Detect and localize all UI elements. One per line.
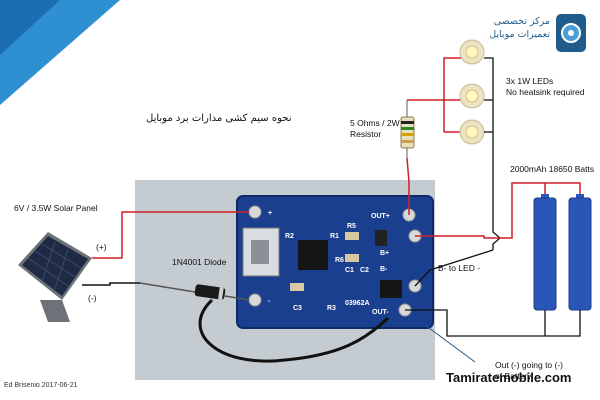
label-solar-panel: 6V / 3.5W Solar Panel xyxy=(14,203,98,213)
battery-2 xyxy=(568,194,592,311)
pcb-label-r1: R1 xyxy=(330,233,339,240)
credit-text: Ed Brisenio 2017-06-21 xyxy=(4,382,78,389)
pcb-label-minus: - xyxy=(268,298,271,305)
label-minus: (-) xyxy=(88,293,97,303)
label-diode: 1N4001 Diode xyxy=(172,257,227,267)
brand-name: مرکز تخصصی تعمیرات موبایل xyxy=(470,16,550,42)
pcb-label-c1: C1 xyxy=(345,267,354,274)
label-leds-line-1: 3x 1W LEDs xyxy=(506,76,554,86)
brand-logo-icon xyxy=(556,14,586,52)
solar-panel xyxy=(18,232,92,322)
label-resistor-line-2: Resistor xyxy=(350,128,382,139)
annotation-arrow xyxy=(424,324,476,363)
pcb-label-plus: + xyxy=(268,210,272,217)
led-2 xyxy=(459,83,485,109)
diode xyxy=(139,282,250,301)
brand-line-2: تعمیرات موبایل xyxy=(489,28,550,40)
pcb-label-out-minus: OUT- xyxy=(372,309,389,316)
wire-out-minus xyxy=(405,309,581,337)
wire-led-negative xyxy=(484,57,501,250)
pcb-label-chip: 03962A xyxy=(345,300,370,307)
brand-line-1: مرکز تخصصی xyxy=(493,16,550,27)
resistor xyxy=(400,100,415,158)
label-batts: 2000mAh 18650 Batts xyxy=(510,164,595,174)
pcb-label-r2: R2 xyxy=(285,233,294,240)
corner-decoration xyxy=(0,0,120,105)
label-out-line-2: of Battery xyxy=(495,370,532,381)
wire-b-plus xyxy=(415,182,581,239)
pad-in-plus xyxy=(248,205,262,219)
pcb-label-r5: R5 xyxy=(347,223,356,230)
label-leds: 3x 1W LEDs No heatsink required xyxy=(506,76,584,97)
label-resistor-line-1: 5 Ohms / 2W xyxy=(350,118,400,128)
wire-b-minus xyxy=(414,249,494,287)
charging-module-board: OUT+ B+ B- OUT- 03962A R2 R1 R5 R3 R6 C1… xyxy=(236,195,434,329)
led-3 xyxy=(459,119,485,145)
label-out-line-1: Out (-) going to (-) xyxy=(495,360,564,370)
label-out-minus: Out (-) going to (-) of Battery xyxy=(495,360,563,381)
pcb-label-b-minus: B- xyxy=(380,266,388,273)
pad-in-minus xyxy=(248,293,262,307)
wire-solar-negative xyxy=(82,282,140,286)
label-leds-line-2: No heatsink required xyxy=(506,86,585,97)
label-b-to-led: B- to LED - xyxy=(438,263,481,273)
website-text: Tamiratemobile.com xyxy=(446,370,572,385)
battery-1 xyxy=(533,194,557,311)
label-plus: (+) xyxy=(96,242,107,252)
protection-chip xyxy=(380,280,402,298)
pcb-label-b-plus: B+ xyxy=(380,250,389,257)
pcb-label-r6: R6 xyxy=(335,257,344,264)
wire-resistor-to-led xyxy=(407,57,465,101)
pcb-label-c2: C2 xyxy=(360,267,369,274)
pcb-label-r3: R3 xyxy=(327,305,336,312)
ic-chip xyxy=(298,240,328,270)
wire-loop xyxy=(198,298,390,363)
wire-out-plus xyxy=(406,157,410,215)
wire-solar-positive xyxy=(92,211,249,259)
pcb-label-c3: C3 xyxy=(293,305,302,312)
led-1 xyxy=(459,39,485,65)
label-resistor: 5 Ohms / 2W Resistor xyxy=(350,118,400,139)
pcb-label-out-plus: OUT+ xyxy=(371,213,390,220)
diagram-title: نحوه سیم کشی مدارات برد موبایل xyxy=(146,113,292,124)
